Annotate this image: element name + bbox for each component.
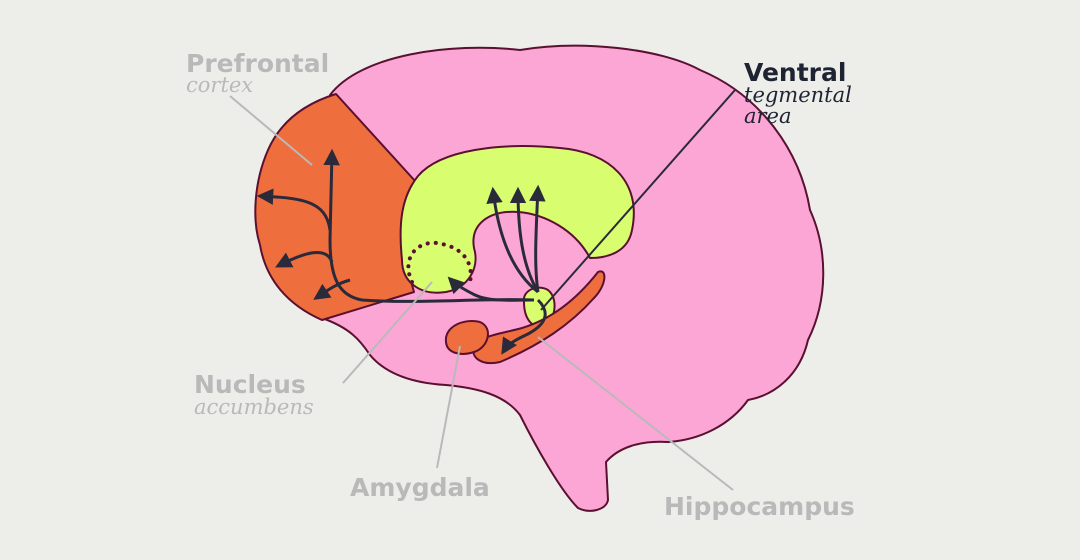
pathway-to-striatum-arrow-1	[486, 186, 539, 294]
prefrontal-label: Prefrontal	[186, 49, 329, 78]
hippocampus-label: Hippocampus	[664, 492, 855, 521]
vta-leader-line	[540, 89, 736, 311]
pathway-to-striatum-arrow-2	[509, 186, 540, 293]
nucleus-leader-line	[342, 281, 433, 384]
vta-sublabel-line2: area	[744, 104, 792, 128]
prefrontal-leader-line	[229, 95, 313, 166]
pathway-to-prefrontal-main-arrow	[323, 148, 535, 303]
vta-sublabel-line1: tegmental	[744, 83, 852, 107]
vta-label: Ventral	[744, 58, 846, 87]
amygdala-label: Amygdala	[350, 473, 490, 502]
pathway-prefrontal-upper-branch-arrow	[256, 188, 332, 231]
nucleus-label: Nucleus	[194, 370, 306, 399]
pathway-prefrontal-middle-branch-arrow	[275, 250, 334, 268]
amygdala-leader-line	[436, 345, 461, 469]
nucleus-accumbens-ring	[406, 240, 473, 284]
pathway-to-striatum-arrow-3	[529, 184, 546, 293]
hippocampus-leader-line	[537, 336, 734, 491]
pathway-prefrontal-lower-branch-arrow	[313, 278, 351, 300]
amygdala-region	[444, 320, 489, 355]
pathway-to-hippocampus-arrow	[501, 298, 547, 355]
nucleus-sublabel: accumbens	[194, 395, 314, 419]
prefrontal-sublabel: cortex	[186, 73, 253, 97]
striatum-region	[399, 145, 635, 294]
